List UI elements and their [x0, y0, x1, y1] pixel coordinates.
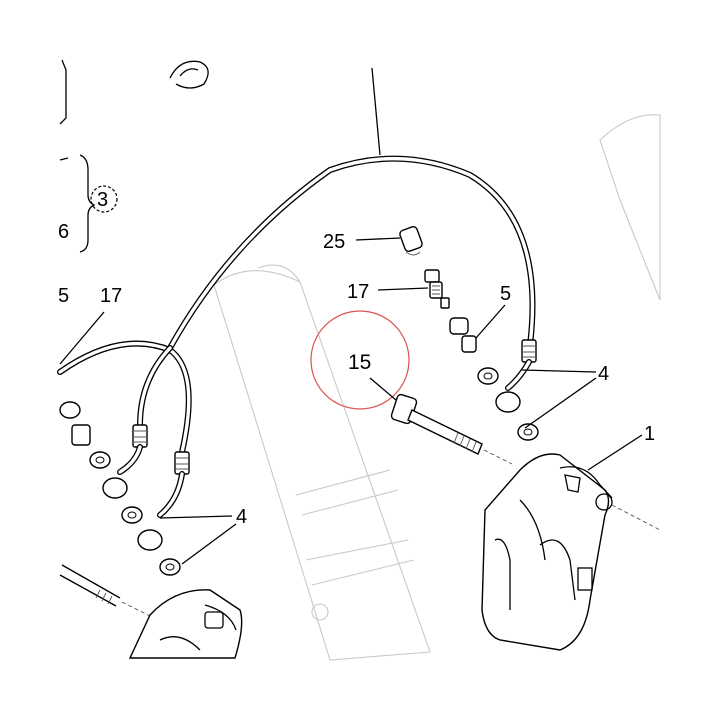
label-1-partial: 1 — [644, 423, 655, 445]
highlight-circle — [310, 310, 410, 410]
bleed-screw-17 — [424, 269, 450, 309]
tick-left — [59, 157, 69, 161]
bracket-left-top — [59, 59, 67, 125]
label-6: 6 — [58, 221, 69, 243]
label-17-left: 17 — [100, 285, 122, 307]
brake-hose-left — [57, 340, 192, 518]
washers-4-right — [477, 367, 539, 441]
label-4-right: 4 — [598, 363, 609, 385]
label-4-left: 4 — [236, 506, 247, 528]
label-17-center: 17 — [347, 281, 369, 303]
fork-tube-right — [599, 114, 661, 301]
brake-hose-right — [167, 155, 537, 391]
clamp-ring-top — [169, 60, 209, 89]
fork-tube-center — [213, 264, 431, 661]
left-fittings — [59, 401, 181, 576]
leader-lines — [59, 67, 643, 565]
bleed-cap-25 — [399, 226, 423, 256]
circled-ref — [90, 185, 118, 213]
label-15: 15 — [348, 351, 371, 374]
stud-left — [59, 564, 151, 617]
label-3: 3 — [97, 189, 108, 211]
brace-group — [79, 154, 96, 253]
brake-caliper-left — [128, 589, 243, 659]
mounting-bolt-15 — [390, 393, 513, 465]
label-25: 25 — [323, 231, 345, 253]
brake-caliper-right — [481, 453, 661, 651]
label-5-right: 5 — [500, 283, 511, 305]
banjo-bolt-5 — [449, 317, 477, 353]
label-5-left: 5 — [58, 285, 69, 307]
